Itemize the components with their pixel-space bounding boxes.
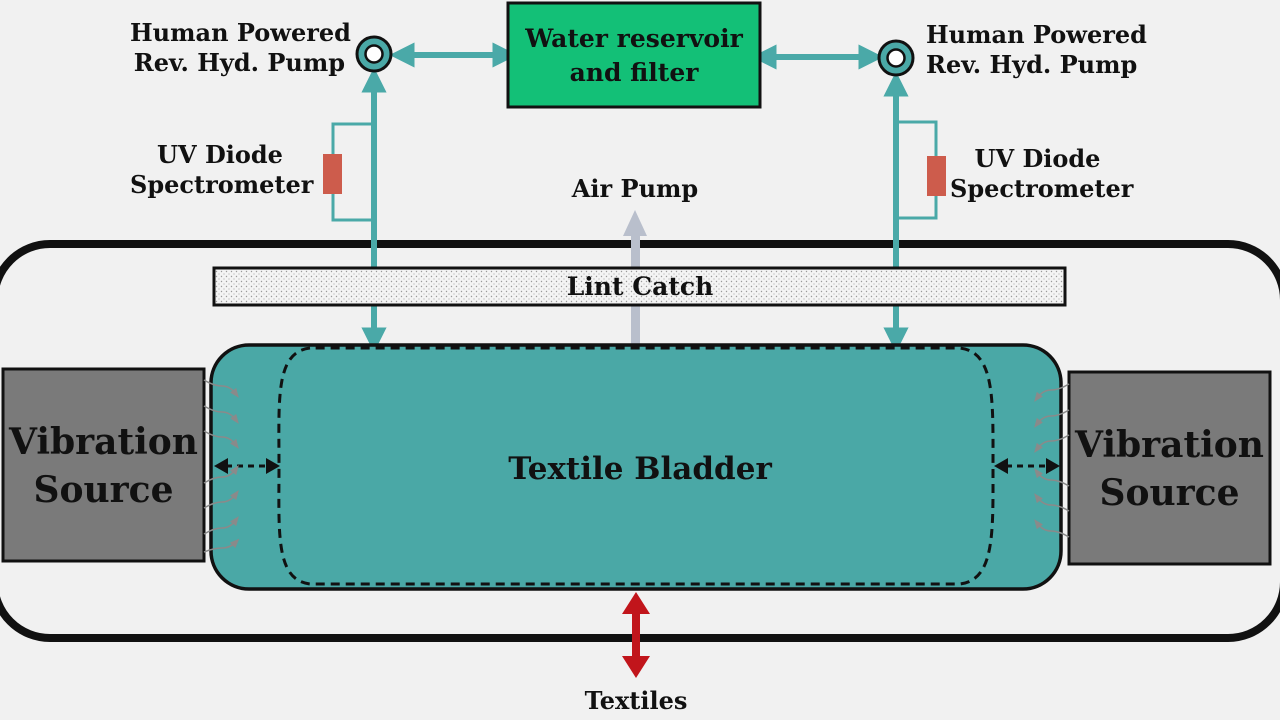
vibration-right-label: Vibration Source xyxy=(1075,424,1264,514)
lint-catch-bar xyxy=(212,266,1067,307)
vibration-source-left-box xyxy=(1,367,206,563)
left-expansion-arrow xyxy=(214,458,280,474)
vibration-left-label: Vibration Source xyxy=(9,421,198,511)
vibration-waves-left xyxy=(203,379,240,553)
vibration-source-right-box xyxy=(1067,370,1272,566)
textile-bladder xyxy=(209,343,1063,591)
lint-catch-label: Lint Catch xyxy=(566,272,714,301)
uv-diode-left-icon xyxy=(323,154,342,194)
pump-left-label: Human Powered Rev. Hyd. Pump xyxy=(130,18,351,77)
right-expansion-arrow xyxy=(994,458,1060,474)
uv-left-label: UV Diode Spectrometer xyxy=(130,140,314,199)
right-pump-icon xyxy=(877,39,915,77)
textiles-arrow xyxy=(622,592,650,678)
bladder-inner-boundary xyxy=(277,346,995,586)
uv-diode-right-icon xyxy=(927,156,946,196)
textile-bladder-label: Textile Bladder xyxy=(508,451,772,487)
water-reservoir-label: Water reservoir and filter xyxy=(525,24,743,87)
pump-right-label: Human Powered Rev. Hyd. Pump xyxy=(926,20,1147,79)
left-pump-icon xyxy=(355,35,393,73)
air-pump-label: Air Pump xyxy=(571,174,699,203)
vibration-waves-right xyxy=(1034,383,1070,538)
water-reservoir-box xyxy=(506,1,762,109)
uv-right-label: UV Diode Spectrometer xyxy=(950,144,1134,203)
textiles-label: Textiles xyxy=(584,686,688,715)
